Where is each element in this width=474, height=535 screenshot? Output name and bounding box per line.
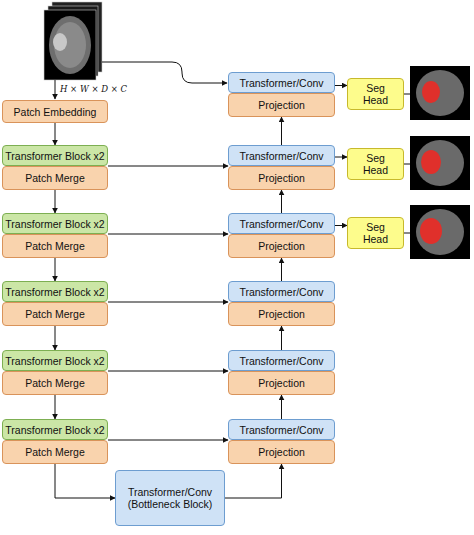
lesion-bright [53, 33, 67, 51]
output-frame [410, 205, 470, 259]
segmentation-overlay [421, 150, 441, 174]
flow-arrow [55, 123, 56, 145]
node-label: Patch Embedding [14, 106, 97, 118]
flow-arrow [108, 302, 228, 303]
node-label: Transformer/Conv (Bottleneck Block) [119, 486, 221, 510]
flow-arrow [281, 326, 282, 350]
merge-box: Patch Merge [2, 440, 108, 464]
node-label: Patch Merge [25, 240, 85, 252]
flow-arrow [281, 117, 282, 145]
merge-box: Patch Merge [2, 371, 108, 395]
node-label: Seg Head [358, 82, 394, 106]
node-label: Transformer/Conv [239, 355, 323, 367]
node-label: Projection [258, 240, 305, 252]
dimension-label: H × W × D × C [60, 84, 127, 94]
transformer-block: Transformer Block x2 [2, 281, 108, 302]
flow-arrow [108, 234, 228, 235]
output-line [404, 164, 410, 165]
projection-box: Projection [228, 93, 335, 117]
flow-arrow [108, 440, 228, 441]
decoder-block: Transformer/Conv [228, 419, 335, 440]
decoder-block: Transformer/Conv [228, 145, 335, 166]
output-image [410, 205, 470, 259]
seg-head-box: Seg Head [347, 148, 404, 180]
projection-box: Projection [228, 440, 335, 464]
flow-arrow [281, 190, 282, 213]
seg-head-box: Seg Head [347, 217, 404, 249]
node-label: Transformer Block x2 [5, 218, 104, 230]
flow-arrow [108, 371, 228, 372]
node-label: Transformer/Conv [239, 286, 323, 298]
output-image [410, 66, 470, 120]
merge-box: Patch Merge [2, 166, 108, 190]
node-label: Seg Head [358, 152, 394, 176]
flow-arrow [55, 190, 56, 213]
node-label: Projection [258, 99, 305, 111]
brain-shape [54, 22, 86, 68]
flow-arrow [225, 464, 282, 498]
mri-slice [44, 10, 96, 80]
node-label: Transformer/Conv [239, 150, 323, 162]
merge-box: Patch Merge [2, 302, 108, 326]
node-label: Patch Merge [25, 308, 85, 320]
node-label: Transformer/Conv [239, 218, 323, 230]
node-label: Patch Merge [25, 172, 85, 184]
projection-box: Projection [228, 371, 335, 395]
flow-arrow [55, 464, 115, 498]
transformer-block: Transformer Block x2 [2, 419, 108, 440]
node-label: Transformer Block x2 [5, 424, 104, 436]
bottleneck-block: Transformer/Conv (Bottleneck Block) [115, 470, 225, 526]
node-label: Transformer Block x2 [5, 355, 104, 367]
merge-box: Patch Merge [2, 234, 108, 258]
decoder-block: Transformer/Conv [228, 213, 335, 234]
flow-arrow [55, 326, 56, 350]
flow-arrow [281, 258, 282, 281]
segmentation-overlay [422, 81, 440, 103]
brain-shape [49, 16, 91, 74]
input-skip-line [102, 62, 227, 83]
node-label: Seg Head [358, 221, 394, 245]
projection-box: Projection [228, 234, 335, 258]
node-label: Patch Merge [25, 377, 85, 389]
node-label: Projection [258, 446, 305, 458]
node-label: Patch Merge [25, 446, 85, 458]
embedding-box: Patch Embedding [2, 100, 108, 123]
flow-arrow [335, 225, 347, 226]
flow-arrow [108, 166, 228, 167]
transformer-block: Transformer Block x2 [2, 350, 108, 371]
brain-shape [416, 140, 464, 186]
seg-head-box: Seg Head [347, 78, 404, 110]
output-image [410, 136, 470, 190]
transformer-block: Transformer Block x2 [2, 145, 108, 166]
input-arrow [55, 80, 56, 99]
flow-arrow [335, 85, 347, 86]
transformer-block: Transformer Block x2 [2, 213, 108, 234]
projection-box: Projection [228, 166, 335, 190]
input-mri-stack [44, 2, 102, 80]
output-line [404, 233, 410, 234]
node-label: Transformer Block x2 [5, 286, 104, 298]
node-label: Projection [258, 308, 305, 320]
projection-box: Projection [228, 302, 335, 326]
node-label: Transformer/Conv [239, 424, 323, 436]
output-line [404, 94, 410, 95]
output-frame [410, 66, 470, 120]
segmentation-overlay [420, 218, 442, 244]
node-label: Transformer/Conv [239, 77, 323, 89]
flow-arrow [55, 258, 56, 281]
flow-arrow [281, 395, 282, 419]
node-label: Transformer Block x2 [5, 150, 104, 162]
node-label: Projection [258, 377, 305, 389]
decoder-block: Transformer/Conv [228, 281, 335, 302]
node-label: Projection [258, 172, 305, 184]
decoder-block: Transformer/Conv [228, 72, 335, 93]
decoder-block: Transformer/Conv [228, 350, 335, 371]
flow-arrow [335, 157, 347, 158]
flow-arrow [55, 395, 56, 419]
brain-shape [416, 70, 464, 116]
output-frame [410, 136, 470, 190]
brain-shape [416, 209, 464, 255]
